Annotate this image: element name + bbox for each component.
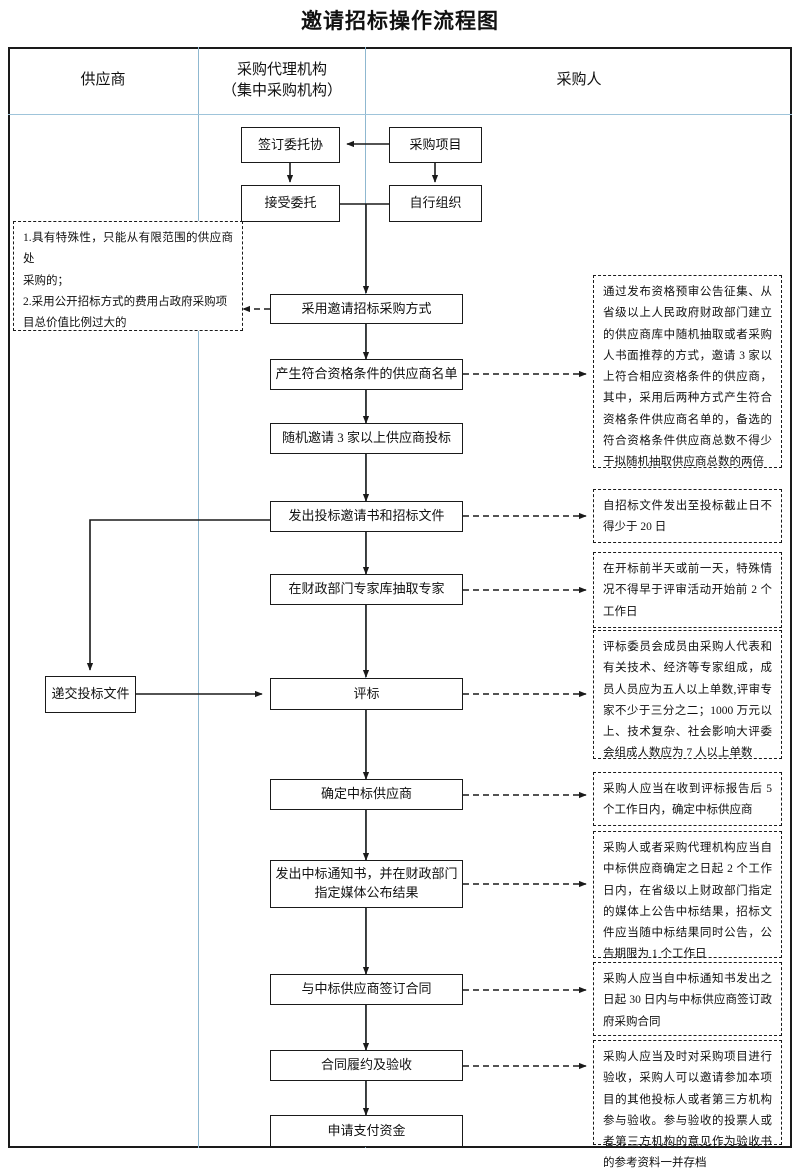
page-title: 邀请招标操作流程图	[301, 10, 499, 33]
lane-header-purchaser: 采购人	[366, 47, 792, 114]
note-contract-30-days-text: 采购人应当自中标通知书发出之日起 30 日内与中标供应商签订政府采购合同	[603, 973, 772, 1028]
note-supplier-list-methods-text: 通过发布资格预审公告征集、从省级以上人民政府财政部门建立的供应商库中随机抽取或者…	[603, 286, 772, 469]
swimlane-frame	[8, 47, 792, 1148]
node-determine-winning-supplier-label: 确定中标供应商	[320, 786, 412, 802]
node-sign-entrust-agreement-label: 签订委托协	[257, 136, 323, 152]
note-announce-result-2-days: 采购人或者采购代理机构应当自中标供应商确定之日起 2 个工作日内，在省级以上财政…	[593, 831, 782, 960]
node-issue-award-notice-line1: 发出中标通知书，并在财政部门	[275, 866, 458, 882]
node-issue-invitation-and-bid-docs-label: 发出投标邀请书和招标文件	[288, 508, 445, 524]
node-sign-contract[interactable]: 与中标供应商签订合同	[270, 974, 463, 1005]
node-draw-experts[interactable]: 在财政部门专家库抽取专家	[270, 574, 463, 605]
lane-divider-supplier-agency	[198, 47, 199, 1148]
node-sign-entrust-agreement[interactable]: 签订委托协	[241, 127, 340, 163]
note-determine-winner-5-days-text: 采购人应当在收到评标报告后 5 个工作日内，确定中标供应商	[603, 783, 772, 817]
node-randomly-invite-3-suppliers-label: 随机邀请 3 家以上供应商投标	[281, 430, 451, 446]
node-randomly-invite-3-suppliers[interactable]: 随机邀请 3 家以上供应商投标	[270, 423, 463, 454]
note-announce-result-2-days-text: 采购人或者采购代理机构应当自中标供应商确定之日起 2 个工作日内，在省级以上财政…	[603, 842, 772, 961]
note-evaluation-committee: 评标委员会成员由采购人代表和有关技术、经济等专家组成，成员人员应为五人以上单数,…	[593, 630, 782, 759]
node-adopt-invited-bidding[interactable]: 采用邀请招标采购方式	[270, 294, 463, 324]
node-issue-award-notice[interactable]: 发出中标通知书，并在财政部门 指定媒体公布结果	[270, 860, 463, 908]
note-expert-draw-timing-text: 在开标前半天或前一天，特殊情况不得早于评审活动开始前 2 个工作日	[603, 563, 772, 618]
node-submit-bid-documents-label: 递交投标文件	[51, 686, 130, 702]
node-accept-entrustment-label: 接受委托	[264, 195, 317, 211]
lane-header-supplier-label: 供应商	[80, 72, 126, 89]
note-invited-bidding-conditions-line1: 1.具有特殊性，只能从有限范围的供应商处	[23, 232, 233, 266]
node-submit-bid-documents[interactable]: 递交投标文件	[45, 676, 136, 713]
node-sign-contract-label: 与中标供应商签订合同	[301, 981, 432, 997]
note-contract-30-days: 采购人应当自中标通知书发出之日起 30 日内与中标供应商签订政府采购合同	[593, 962, 782, 1036]
lane-header-agency-line2: （集中采购机构）	[221, 82, 342, 99]
note-invited-bidding-conditions-line3: 2.采用公开招标方式的费用占政府采购项	[23, 295, 228, 308]
edge-issuedocs-to-submit	[86, 519, 270, 671]
node-bid-evaluation-label: 评标	[353, 685, 380, 701]
node-bid-evaluation[interactable]: 评标	[270, 678, 463, 710]
note-acceptance: 采购人应当及时对采购项目进行验收，采购人可以邀请参加本项目的其他投标人或者第三方…	[593, 1040, 782, 1169]
node-self-organize-label: 自行组织	[409, 195, 462, 211]
note-invited-bidding-conditions: 1.具有特殊性，只能从有限范围的供应商处 采购的； 2.采用公开招标方式的费用占…	[13, 221, 243, 331]
note-invited-bidding-conditions-line4: 目总价值比例过大的	[23, 317, 127, 330]
note-acceptance-text: 采购人应当及时对采购项目进行验收，采购人可以邀请参加本项目的其他投标人或者第三方…	[603, 1051, 772, 1170]
lane-header-supplier: 供应商	[8, 47, 198, 114]
note-expert-draw-timing: 在开标前半天或前一天，特殊情况不得早于评审活动开始前 2 个工作日	[593, 552, 782, 628]
node-issue-award-notice-label: 发出中标通知书，并在财政部门 指定媒体公布结果	[275, 865, 457, 903]
node-issue-award-notice-line2: 指定媒体公布结果	[314, 885, 419, 900]
node-procurement-project[interactable]: 采购项目	[389, 127, 482, 163]
note-bid-deadline-20-days: 自招标文件发出至投标截止日不得少于 20 日	[593, 489, 782, 543]
node-adopt-invited-bidding-label: 采用邀请招标采购方式	[301, 300, 432, 316]
lane-header-agency: 采购代理机构 （集中采购机构）	[199, 47, 365, 114]
node-draw-experts-label: 在财政部门专家库抽取专家	[288, 581, 445, 597]
node-accept-entrustment[interactable]: 接受委托	[241, 185, 340, 222]
lane-header-purchaser-label: 采购人	[556, 72, 602, 89]
node-apply-payment[interactable]: 申请支付资金	[270, 1115, 463, 1147]
note-supplier-list-methods: 通过发布资格预审公告征集、从省级以上人民政府财政部门建立的供应商库中随机抽取或者…	[593, 275, 782, 468]
node-procurement-project-label: 采购项目	[409, 136, 462, 152]
node-contract-performance-acceptance-label: 合同履约及验收	[320, 1057, 412, 1073]
lane-header-rule	[8, 114, 792, 115]
note-invited-bidding-conditions-line2: 采购的；	[23, 274, 69, 287]
lane-header-agency-line1: 采购代理机构	[236, 62, 327, 79]
lane-header-agency-label: 采购代理机构 （集中采购机构）	[222, 60, 342, 101]
node-determine-winning-supplier[interactable]: 确定中标供应商	[270, 779, 463, 810]
node-issue-invitation-and-bid-docs[interactable]: 发出投标邀请书和招标文件	[270, 501, 463, 532]
node-generate-qualified-supplier-list-label: 产生符合资格条件的供应商名单	[275, 366, 458, 382]
node-generate-qualified-supplier-list[interactable]: 产生符合资格条件的供应商名单	[270, 359, 463, 390]
note-bid-deadline-20-days-text: 自招标文件发出至投标截止日不得少于 20 日	[603, 500, 772, 534]
node-contract-performance-acceptance[interactable]: 合同履约及验收	[270, 1050, 463, 1081]
node-self-organize[interactable]: 自行组织	[389, 185, 482, 222]
node-apply-payment-label: 申请支付资金	[327, 1122, 406, 1138]
note-evaluation-committee-text: 评标委员会成员由采购人代表和有关技术、经济等专家组成，成员人员应为五人以上单数,…	[603, 641, 772, 760]
note-determine-winner-5-days: 采购人应当在收到评标报告后 5 个工作日内，确定中标供应商	[593, 772, 782, 826]
